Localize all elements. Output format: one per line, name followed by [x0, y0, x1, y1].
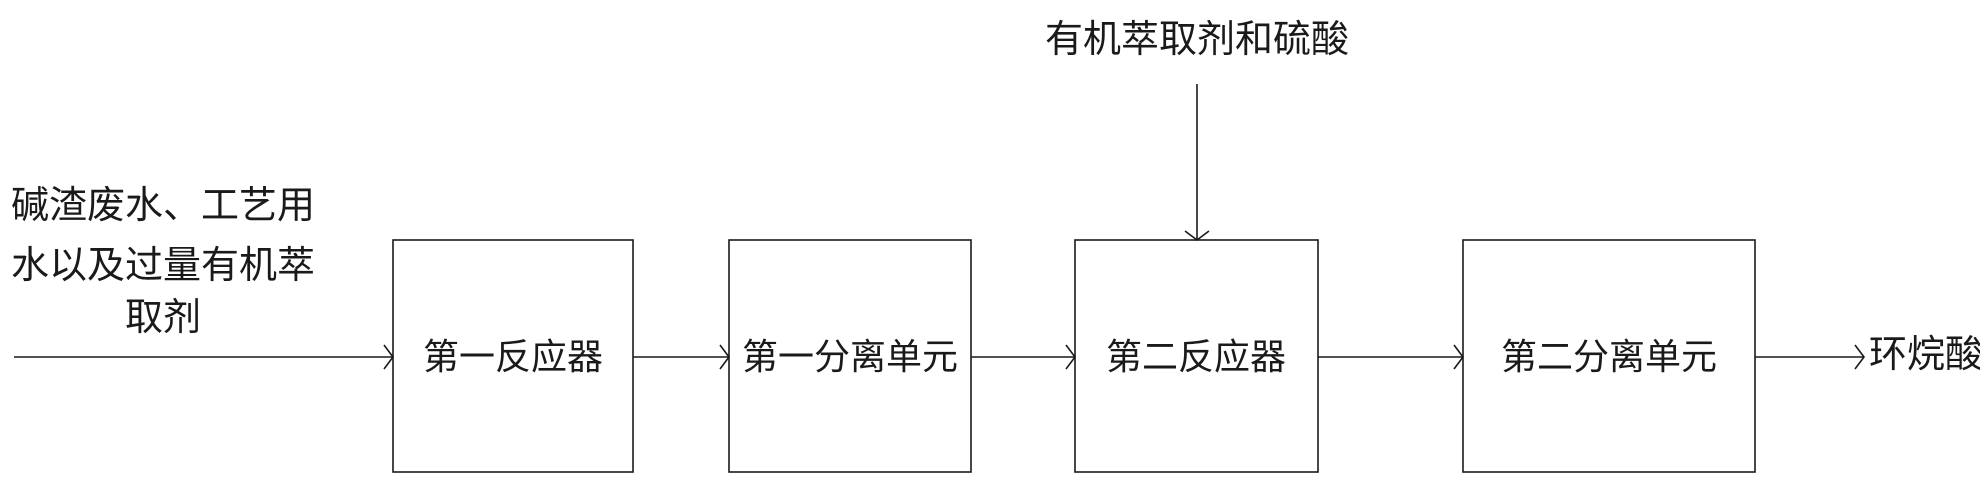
product-label: 环烷酸 [1869, 332, 1980, 376]
first-reactor-label: 第一反应器 [423, 337, 603, 378]
separation1-to-reactor2-arrow [971, 344, 1076, 370]
feed-label-line-3: 取剂 [125, 295, 201, 339]
feed-label-line-2: 水以及过量有机萃 [11, 243, 315, 287]
first-separation-unit-label: 第一分离单元 [742, 337, 958, 378]
feed-arrow [14, 344, 394, 370]
product-arrow [1755, 344, 1865, 370]
arrowhead-icon [1065, 344, 1076, 370]
feed-label-line-1: 碱渣废水、工艺用 [11, 183, 315, 227]
second-separation-unit-box: 第二分离单元 [1462, 239, 1756, 473]
second-reactor-label: 第二反应器 [1106, 337, 1286, 378]
arrowhead-icon [719, 344, 730, 370]
arrowhead-icon [1453, 344, 1464, 370]
second-separation-unit-label: 第二分离单元 [1501, 337, 1717, 378]
first-separation-unit-box: 第一分离单元 [728, 239, 972, 473]
reactor1-to-separation1-arrow [633, 344, 730, 370]
reagent-arrow [1184, 84, 1210, 241]
arrowhead-icon [383, 344, 394, 370]
arrowhead-icon [1184, 230, 1210, 241]
reagent-label: 有机萃取剂和硫酸 [1045, 17, 1349, 61]
reactor2-to-separation2-arrow [1318, 344, 1464, 370]
second-reactor-box: 第二反应器 [1074, 239, 1319, 473]
arrowhead-icon [1854, 344, 1865, 370]
first-reactor-box: 第一反应器 [392, 239, 634, 473]
